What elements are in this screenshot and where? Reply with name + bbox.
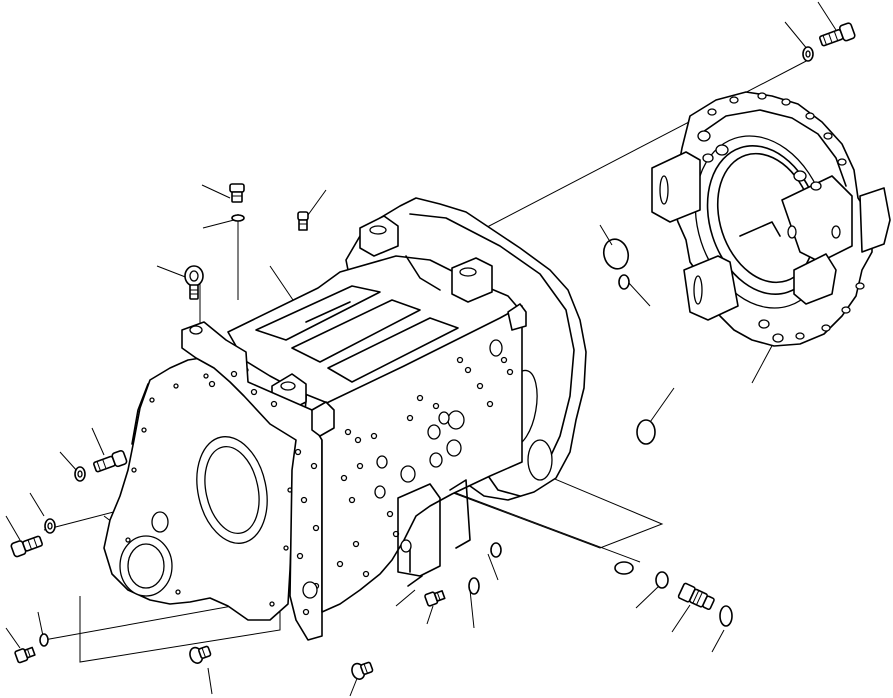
- washer-icon: [44, 466, 86, 534]
- eye-bolt-icon: [184, 265, 204, 300]
- plug-icon: [351, 661, 374, 680]
- o-ring-icon: [468, 542, 733, 627]
- bolt-icon: [819, 22, 856, 47]
- plug-icon: [14, 646, 36, 664]
- breather-icon: [229, 183, 245, 203]
- washer-icon: [802, 46, 814, 62]
- o-ring-icon: [602, 238, 656, 445]
- bolt-icon: [93, 449, 128, 473]
- pin-icon: [407, 575, 423, 587]
- o-ring-icon: [231, 214, 245, 222]
- plug-icon: [677, 582, 715, 611]
- pin-icon: [39, 633, 49, 647]
- plug-icon: [189, 645, 212, 664]
- front-cover: [103, 343, 309, 621]
- plug-icon: [424, 590, 446, 607]
- bolt-icon: [10, 535, 43, 558]
- leader-lines: [5, 1, 837, 697]
- transmission-case: [181, 197, 587, 641]
- plug-icon: [297, 211, 309, 231]
- rear-housing: [651, 91, 891, 347]
